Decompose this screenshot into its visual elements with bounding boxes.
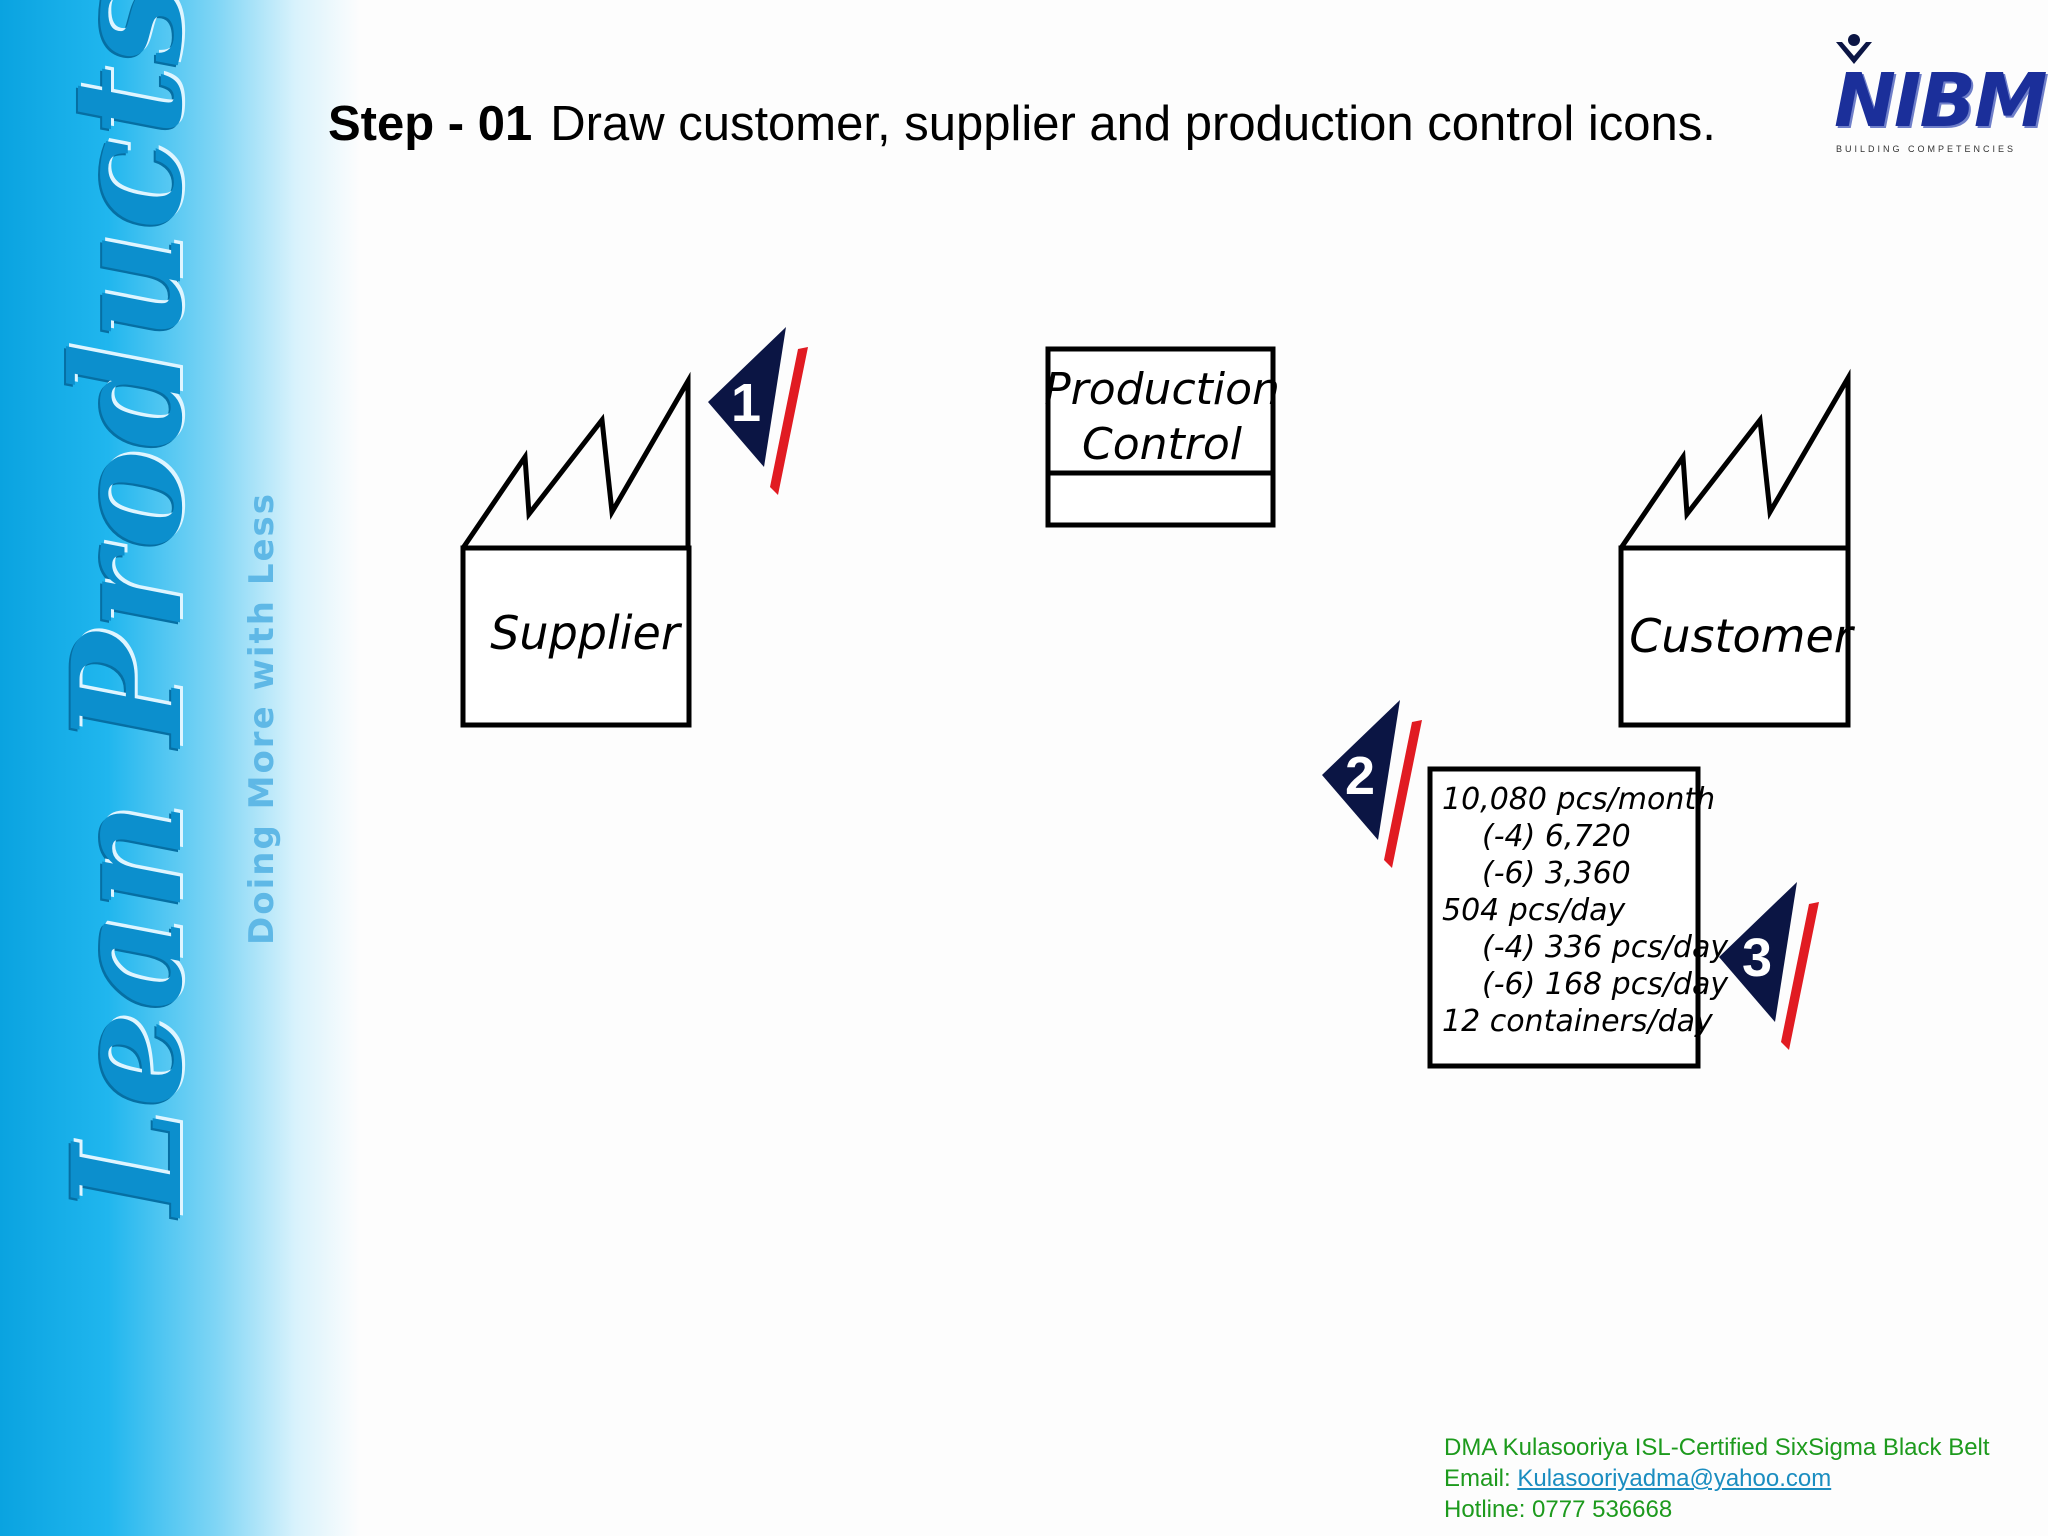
footer-author: DMA Kulasooriya ISL-Certified SixSigma B… (1444, 1434, 1990, 1461)
step-text: Draw customer, supplier and production c… (550, 97, 1716, 151)
badge-number-2: 2 (1345, 746, 1375, 806)
production-control-line-2: Control (1082, 419, 1243, 470)
supplier-label: Supplier (490, 606, 683, 660)
data-line-monthly-6: (-6) 3,360 (1482, 856, 1631, 891)
footer-email-label: Email: (1444, 1465, 1511, 1492)
data-line-daily-4: (-4) 336 pcs/day (1482, 930, 1729, 965)
step-badge-3: 3 (1719, 882, 1819, 1050)
data-line-monthly-4: (-4) 6,720 (1482, 819, 1631, 854)
customer-label: Customer (1629, 609, 1856, 663)
customer-factory-icon: Customer (1618, 368, 1856, 728)
step-badge-1: 1 (708, 327, 808, 495)
person-icon (1836, 34, 1872, 64)
logo-subtitle: BUILDING COMPETENCIES (1836, 144, 2017, 154)
production-control-box: Production Control (1044, 346, 1280, 528)
nibm-logo: NIBM BUILDING COMPETENCIES (1826, 28, 2048, 158)
logo-wordmark: NIBM (1834, 58, 2048, 144)
sidebar-banner: Lean Products Doing More with Less (0, 0, 360, 1536)
step-label: Step - 01 (328, 97, 533, 151)
production-control-line-1: Production (1044, 364, 1280, 415)
slide-heading: Step - 01 Draw customer, supplier and pro… (328, 96, 1716, 152)
data-line-daily-6: (-6) 168 pcs/day (1482, 967, 1729, 1002)
badge-number-3: 3 (1742, 928, 1772, 988)
footer-email-link[interactable]: Kulasooriyadma@yahoo.com (1517, 1465, 1832, 1492)
data-line-containers: 12 containers/day (1442, 1004, 1714, 1039)
data-line-daily: 504 pcs/day (1442, 893, 1626, 928)
footer-email-line: Email: Kulasooriyadma@yahoo.com (1444, 1463, 1990, 1494)
supplier-factory-icon: Supplier (460, 371, 692, 728)
badge-number-1: 1 (731, 373, 761, 433)
customer-data-box: 10,080 pcs/month (-4) 6,720 (-6) 3,360 5… (1427, 766, 1729, 1069)
footer-contact: DMA Kulasooriya ISL-Certified SixSigma B… (1444, 1432, 1990, 1525)
footer-hotline: Hotline: 0777 536668 (1444, 1496, 1673, 1523)
step-badge-2: 2 (1322, 700, 1422, 868)
data-line-monthly: 10,080 pcs/month (1442, 782, 1715, 817)
